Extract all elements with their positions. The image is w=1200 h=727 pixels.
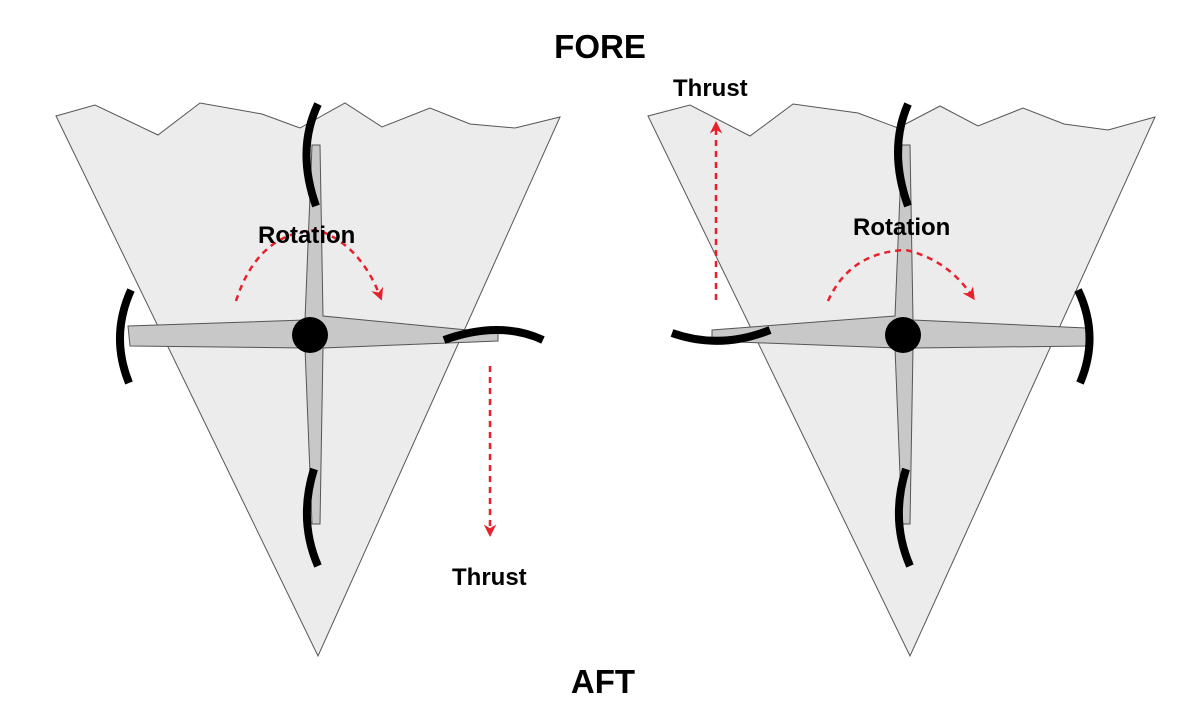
right-blade-bottom: [894, 467, 914, 568]
left-blade-right: [442, 326, 545, 344]
right-blade-top: [894, 102, 912, 208]
fore-label: FORE: [554, 28, 646, 65]
right-thrust-label: Thrust: [673, 75, 748, 102]
left-blade-top: [302, 102, 322, 208]
left-blade-left: [116, 288, 135, 385]
right-rotation-label: Rotation: [853, 214, 950, 241]
aft-label: AFT: [571, 663, 635, 700]
right-panel: Rotation Thrust: [647, 75, 1156, 658]
left-blade-bottom: [302, 467, 322, 568]
left-rotation-label: Rotation: [258, 222, 355, 249]
right-rotation-arrow: [826, 248, 975, 302]
left-panel: Rotation Thrust: [55, 102, 561, 658]
left-rotation-arrow: [234, 228, 384, 302]
right-blade-left: [670, 326, 772, 345]
left-hub: [292, 317, 328, 353]
right-hub: [885, 317, 921, 353]
left-thrust-label: Thrust: [452, 564, 527, 591]
right-blade-right: [1074, 288, 1094, 385]
